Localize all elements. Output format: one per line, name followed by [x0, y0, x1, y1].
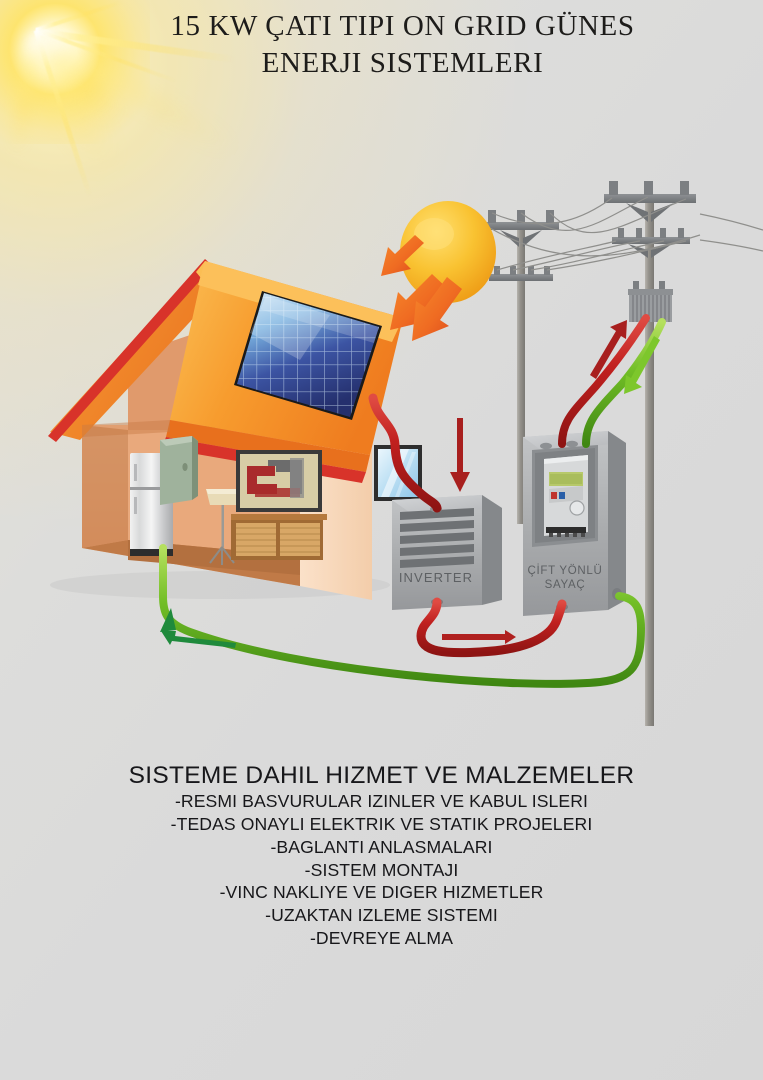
services-block: SISTEME DAHIL HIZMET VE MALZEMELER -RESM… — [0, 762, 763, 950]
dc-cable-red — [368, 393, 442, 513]
ac-cable-red-inverter-to-meter — [416, 597, 567, 658]
flow-arrow-red-down-icon — [450, 418, 470, 492]
service-item: -VINC NAKLIYE VE DIGER HIZMETLER — [219, 882, 544, 903]
house-cutaway — [48, 235, 462, 600]
flow-arrow-green-from-grid-icon — [624, 336, 660, 394]
electrical-panel-icon — [160, 436, 198, 505]
overhead-wires — [489, 196, 763, 271]
sun-icon — [400, 201, 496, 303]
page-title: 15 KW ÇATI TIPI ON GRID GÜNES ENERJI SIS… — [150, 8, 655, 82]
energy-meter-icon — [544, 455, 588, 537]
page-title-line-1: 15 KW ÇATI TIPI ON GRID GÜNES — [170, 10, 635, 42]
inverter-device: INVERTER — [392, 495, 502, 610]
sunlight-arrow-icon — [381, 235, 424, 276]
inverter-label: INVERTER — [399, 570, 473, 585]
sunlight-arrow-icon — [390, 274, 446, 330]
bidirectional-meter-device: ÇİFT YÖNLÜ SAYAÇ — [523, 431, 626, 616]
service-item: -UZAKTAN IZLEME SISTEMI — [265, 905, 498, 926]
sunlight-arrow-icon — [412, 277, 462, 341]
utility-pole-front-icon — [483, 210, 559, 524]
meter-label-line-2: SAYAÇ — [545, 579, 586, 591]
grid-export-cable-red — [558, 314, 650, 448]
service-item: -BAGLANTI ANLASMALARI — [270, 836, 493, 857]
solar-panel-icon — [234, 291, 382, 420]
floor-lamp-icon — [206, 489, 240, 565]
wall-artwork-icon — [236, 450, 322, 512]
services-heading: SISTEME DAHIL HIZMET VE MALZEMELER — [128, 762, 635, 789]
flow-arrow-green-icon — [160, 608, 236, 648]
flow-arrow-red-icon — [442, 630, 516, 644]
meter-label-line-1: ÇİFT YÖNLÜ — [528, 564, 603, 577]
ac-cable-green-to-house — [159, 544, 646, 688]
service-item: -DEVREYE ALMA — [309, 928, 454, 949]
sideboard-icon — [231, 514, 327, 560]
service-item: -TEDAS ONAYLI ELEKTRIK VE STATIK PROJELE… — [170, 813, 593, 834]
flow-arrow-red-to-grid-icon — [590, 320, 627, 379]
page-title-line-2: ENERJI SISTEMLERI — [261, 47, 544, 80]
service-item: -RESMI BASVURULAR IZINLER VE KABUL ISLER… — [174, 790, 589, 811]
utility-pole-back-icon — [604, 181, 696, 726]
service-item: -SISTEM MONTAJI — [304, 859, 459, 880]
